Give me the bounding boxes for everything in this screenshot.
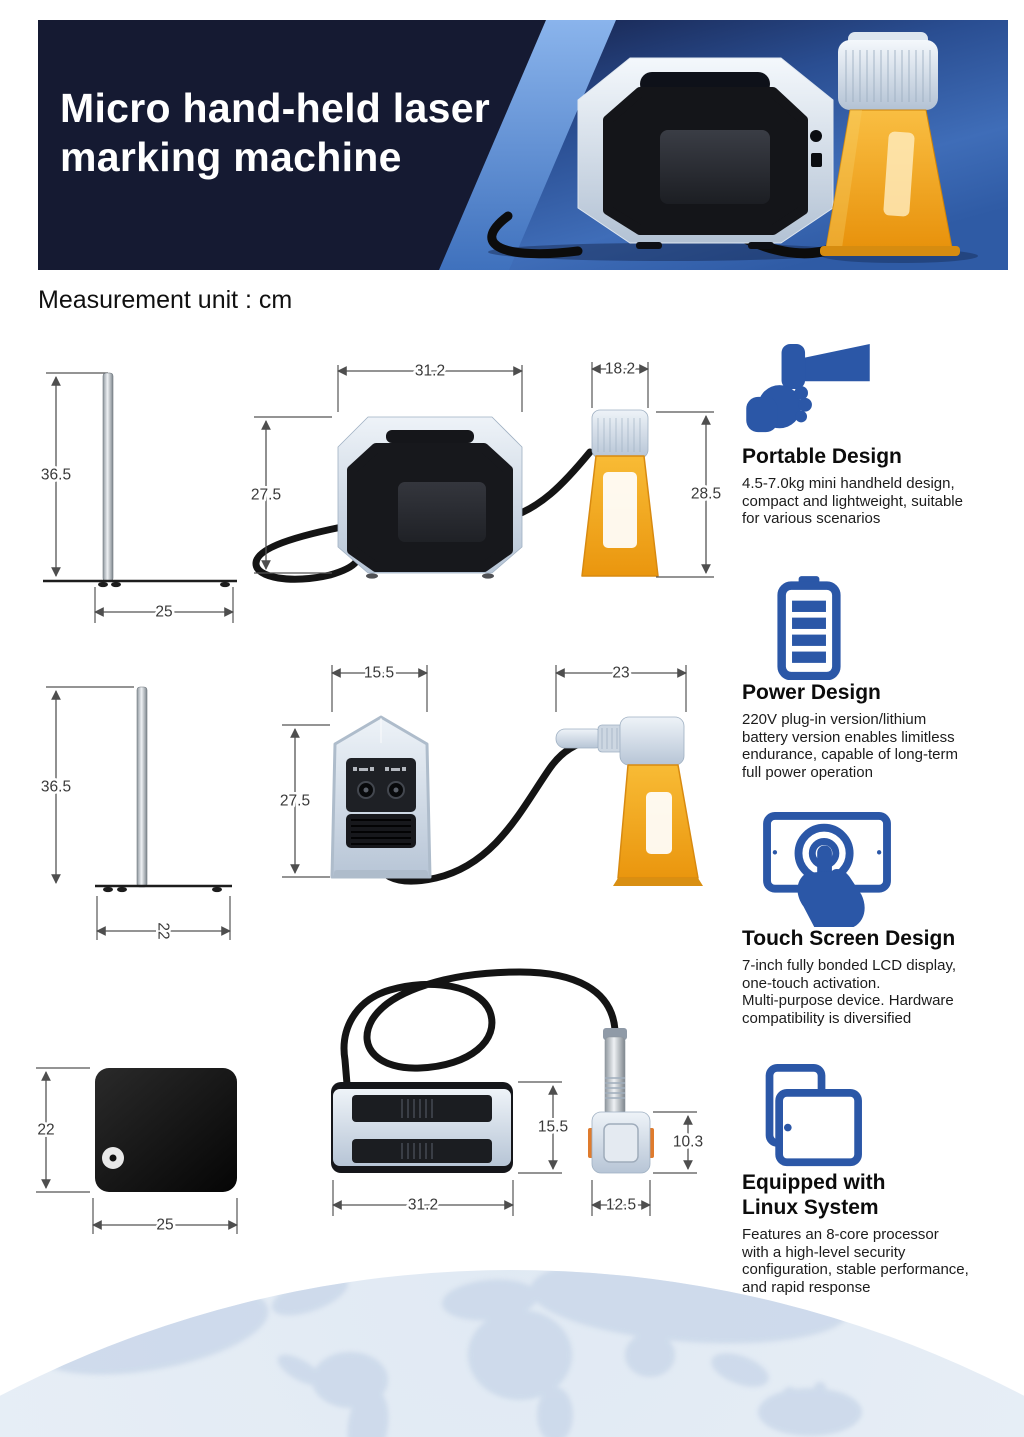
- row3-plate-top-view: 22 25: [35, 1067, 238, 1236]
- row2-gun-side-view: 23: [555, 662, 703, 886]
- feature-title: Power Design: [742, 681, 881, 704]
- touch-screen-icon: [763, 812, 891, 928]
- banner-gun-photo: [820, 32, 960, 256]
- banner-title: Micro hand-held laser marking machine: [60, 84, 490, 182]
- banner-product-photo: [38, 20, 1008, 270]
- row3-machine-top-view: 15.5 31.2: [331, 1081, 571, 1216]
- feature-portable-design: Portable Design 4.5-7.0kg mini handheld …: [742, 444, 1020, 528]
- dim-label-r2-gun-length: 23: [612, 665, 629, 682]
- banner-title-line1: Micro hand-held laser: [60, 85, 491, 131]
- feature-description: Features an 8-core processor with a high…: [742, 1226, 969, 1296]
- dim-label-r3-plate-height: 22: [37, 1122, 54, 1139]
- dim-label-r3-machine-width: 31.2: [408, 1197, 438, 1214]
- battery-icon: [777, 576, 841, 680]
- row1-gun-front-view: 18.2 28.5: [581, 358, 724, 578]
- dual-tablet-icon: [765, 1064, 862, 1167]
- feature-touch-screen-design: Touch Screen Design 7-inch fully bonded …: [742, 926, 1020, 1027]
- row1-pole-side-view: 36.5 25: [38, 372, 237, 623]
- cable: [487, 211, 583, 259]
- feature-linux-system: Equipped with Linux System Features an 8…: [742, 1170, 1020, 1296]
- dim-label-r1-gun-height: 28.5: [691, 486, 721, 503]
- dim-label-r1-pole-width: 25: [155, 604, 172, 621]
- feature-title-line1: Equipped with: [742, 1171, 886, 1194]
- world-map-graphic: [0, 1270, 1024, 1437]
- banner-title-line2: marking machine: [60, 134, 402, 180]
- dim-label-r3-gun-width: 12.5: [606, 1197, 636, 1214]
- banner-machine-photo: [577, 57, 834, 249]
- row2-pole-side-view: 36.5 22: [38, 686, 232, 942]
- row1-machine-front-view: 31.2 27.5: [248, 360, 523, 579]
- feature-power-design: Power Design 220V plug-in version/lithiu…: [742, 680, 1020, 781]
- dim-label-r2-pole-width: 22: [155, 922, 172, 939]
- dim-label-r1-machine-width: 31.2: [415, 363, 445, 380]
- dim-label-r2-machine-width: 15.5: [364, 665, 394, 682]
- row3-gun-top-view: 10.3 12.5: [588, 1028, 706, 1216]
- dim-label-r1-machine-height: 27.5: [251, 487, 281, 504]
- feature-description: 220V plug-in version/lithium battery ver…: [742, 711, 958, 781]
- row2-machine-back-view: 15.5 27.5: [277, 662, 432, 879]
- dim-label-r1-pole-height: 36.5: [41, 467, 71, 484]
- dim-label-r2-machine-height: 27.5: [280, 793, 310, 810]
- feature-description: 4.5-7.0kg mini handheld design, compact …: [742, 475, 963, 528]
- feature-title: Touch Screen Design: [742, 927, 956, 950]
- hand-holding-device-icon: [746, 343, 870, 433]
- dimension-drawings: 36.5 25 31.2 27.5: [35, 358, 724, 1236]
- diagonal-stripe: [439, 20, 616, 270]
- feature-title: Portable Design: [742, 445, 902, 468]
- dim-label-r1-gun-width: 18.2: [605, 361, 635, 378]
- measurement-unit-label: Measurement unit : cm: [38, 286, 293, 314]
- dim-label-r3-plate-width: 25: [156, 1217, 173, 1234]
- feature-description: 7-inch fully bonded LCD display, one-tou…: [742, 957, 957, 1027]
- feature-title-line2: Linux System: [742, 1196, 879, 1219]
- dim-label-r2-pole-height: 36.5: [41, 779, 71, 796]
- dim-label-r3-machine-depth: 15.5: [538, 1119, 568, 1136]
- hero-banner: Micro hand-held laser marking machine: [38, 20, 1008, 270]
- row3-cable: [340, 968, 619, 1088]
- dim-label-r3-gun-depth: 10.3: [673, 1134, 703, 1151]
